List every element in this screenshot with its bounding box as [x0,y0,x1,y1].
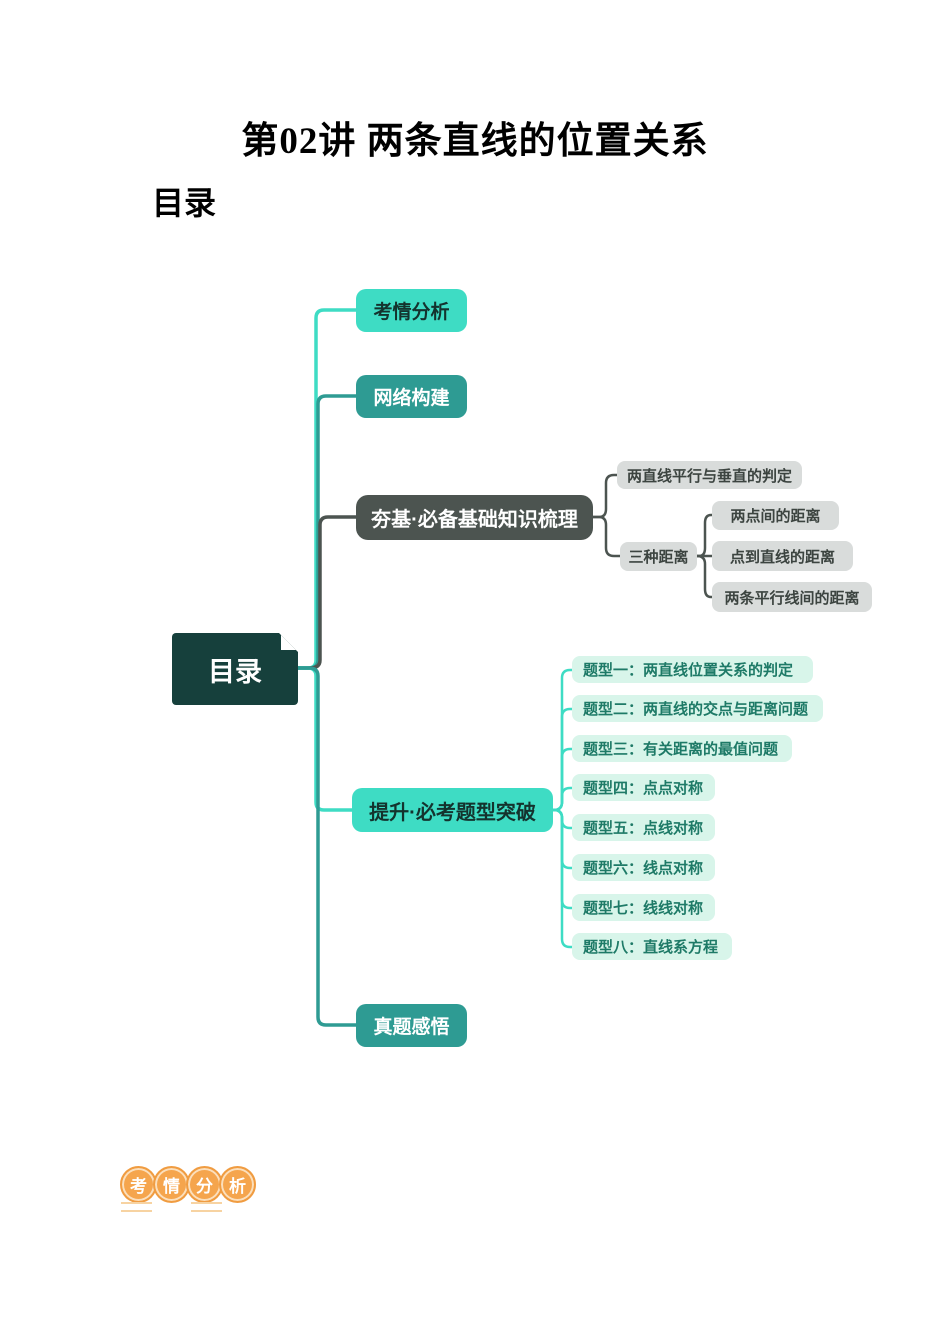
subbranch-line-type4 [553,786,572,812]
badge-circle-char-4: 析 [219,1166,256,1203]
toc-heading: 目录 [152,185,217,221]
badge-underline-left [121,1202,152,1212]
subbranch-line-type1 [553,668,572,812]
mindmap-node-type5: 题型五：点线对称 [572,814,715,841]
mindmap-node-type3: 题型三：有关距离的最值问题 [572,735,792,762]
mindmap-node-type1: 题型一：两直线位置关系的判定 [572,656,813,683]
mindmap-node-type7: 题型七：线线对称 [572,894,715,921]
mindmap-node-type6: 题型六：线点对称 [572,854,715,881]
mindmap-node-three-distances: 三种距离 [620,542,697,571]
branch-line-exam-analysis [298,308,356,670]
section-badge-exam-analysis: 考 情 分 析 [120,1166,256,1203]
mindmap-node-parallel-lines-distance: 两条平行线间的距离 [712,582,872,612]
badge-circle-char-2: 情 [153,1166,190,1203]
subbranch-line-parallel-judgment [593,473,617,519]
page-fold-corner-icon [281,633,298,650]
mindmap-node-network-build: 网络构建 [356,375,467,418]
mindmap-node-improve: 提升·必考题型突破 [352,788,553,832]
subbranch-line-type6 [553,808,572,870]
branch-line-foundation [298,515,356,670]
mindmap-node-point-line-distance: 点到直线的距离 [712,541,853,571]
subbranch-line-parallel-lines-distance [696,554,712,599]
badge-underline-right [191,1202,222,1212]
branch-line-network-build [298,394,356,670]
mindmap-node-type4: 题型四：点点对称 [572,774,715,801]
badge-circle-char-3: 分 [186,1166,223,1203]
subbranch-line-type2 [553,707,572,812]
mindmap-node-parallel-judgment: 两直线平行与垂直的判定 [617,461,802,489]
mindmap-node-exam-analysis: 考情分析 [356,289,467,332]
mindmap-root-label: 目录 [208,656,262,687]
mindmap-node-two-points-distance: 两点间的距离 [712,501,839,530]
mindmap-node-type2: 题型二：两直线的交点与距离问题 [572,695,823,722]
mindmap-node-foundation: 夯基·必备基础知识梳理 [356,495,593,540]
page-title: 第02讲 两条直线的位置关系 [241,121,709,162]
mindmap-root-toc: 目录 [172,633,298,705]
branch-line-improve [298,666,352,812]
subbranch-line-three-distances [593,515,620,558]
subbranch-line-two-points-distance [697,513,712,558]
subbranch-line-type7 [553,808,572,910]
badge-circle-char-1: 考 [120,1166,157,1203]
branch-line-real-questions [298,666,356,1027]
subbranch-line-type5 [553,808,572,830]
subbranch-line-type8 [553,808,572,949]
subbranch-line-type3 [553,747,572,812]
mindmap-node-type8: 题型八：直线系方程 [572,933,732,960]
mindmap-node-real-questions: 真题感悟 [356,1004,467,1047]
